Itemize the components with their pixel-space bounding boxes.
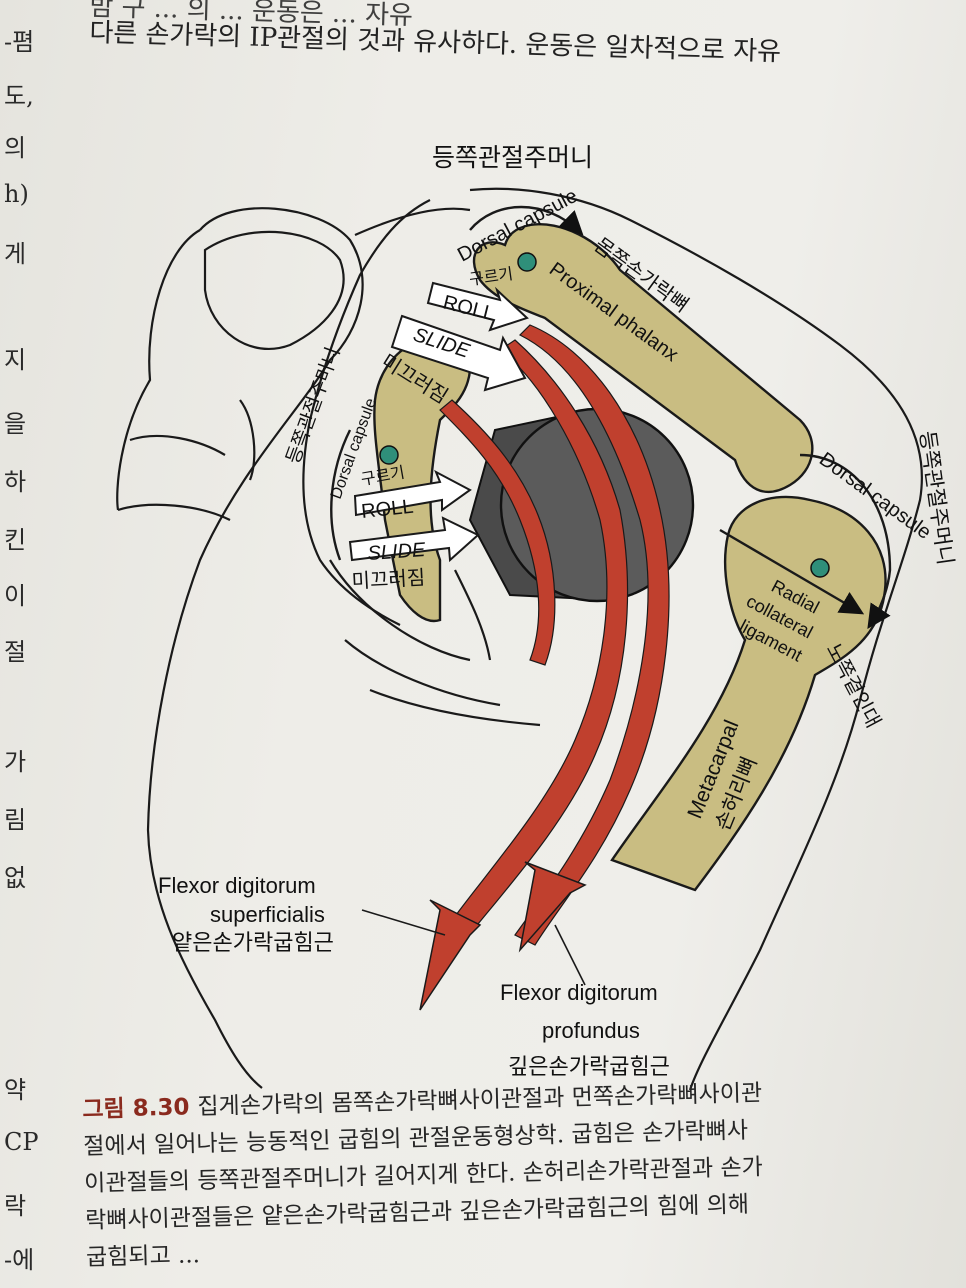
hand-outline <box>116 187 923 1091</box>
label-fdp-en-1: Flexor digitorum <box>500 980 658 1005</box>
margin-char: 림 <box>4 806 27 834</box>
margin-char: 약 <box>4 1076 27 1104</box>
label-fds-en-2: superficialis <box>210 902 325 927</box>
label-roll-ko-1: 구르기 <box>468 265 514 289</box>
margin-char: 도, <box>4 82 34 110</box>
margin-char: 을 <box>4 410 27 438</box>
label-slide-ko-2: 미끄러짐 <box>351 566 426 593</box>
label-fds-en-1: Flexor digitorum <box>158 873 316 898</box>
margin-char: 게 <box>4 240 27 268</box>
margin-char: 락 <box>4 1192 27 1220</box>
margin-char: CP <box>4 1128 39 1156</box>
margin-char: 의 <box>4 134 27 162</box>
slide-arrow-upper <box>390 314 527 392</box>
margin-char: 이 <box>4 582 27 610</box>
margin-char: 절 <box>4 638 27 666</box>
joint-axis-dot <box>379 445 399 465</box>
metacarpal-bone <box>610 495 887 892</box>
margin-char: 가 <box>4 748 27 776</box>
label-slide-en-2: SLIDE <box>367 539 427 565</box>
label-fds-ko: 얕은손가락굽힘근 <box>172 930 334 955</box>
leader-lines <box>361 909 586 986</box>
slide-arrow-lower <box>348 516 480 563</box>
left-margin-text: -폄 도, 의 h) 게 지 을 하 킨 이 절 가 림 없 약 CP 락 -에 <box>0 0 44 1288</box>
joint-axis-dot <box>810 558 830 578</box>
margin-char: -에 <box>4 1246 35 1274</box>
roll-arrow-upper <box>426 281 529 332</box>
label-dorsal-capsule-left-ko: 등쪽관절주머니 <box>282 344 345 467</box>
margin-char: 킨 <box>4 526 27 554</box>
label-radial-collateral-ko: 노쪽곁인대 <box>822 640 885 732</box>
dorsal-capsule-arcs <box>330 205 892 629</box>
label-fdp-ko: 깊은손가락굽힘근 <box>508 1054 670 1079</box>
proximal-phalanx-bone <box>472 223 814 494</box>
roll-slide-arrows <box>348 281 529 563</box>
margin-char: h) <box>4 180 29 208</box>
joint-axis-dot <box>517 252 537 272</box>
margin-char: 하 <box>4 468 27 496</box>
figure-number: 그림 8.30 <box>82 1094 190 1123</box>
margin-char: 없 <box>4 864 27 892</box>
margin-char: 지 <box>4 346 27 374</box>
label-dorsal-capsule-top-ko: 등쪽관절주머니 <box>432 144 593 172</box>
fdp-arrowhead <box>518 861 587 953</box>
fds-arrowhead <box>419 899 482 1011</box>
label-fdp-en-2: profundus <box>542 1018 640 1043</box>
roll-arrow-lower <box>353 469 472 517</box>
margin-char: -폄 <box>4 28 35 56</box>
flexor-tendons <box>419 324 670 1011</box>
label-roll-en-2: ROLL <box>360 496 414 523</box>
